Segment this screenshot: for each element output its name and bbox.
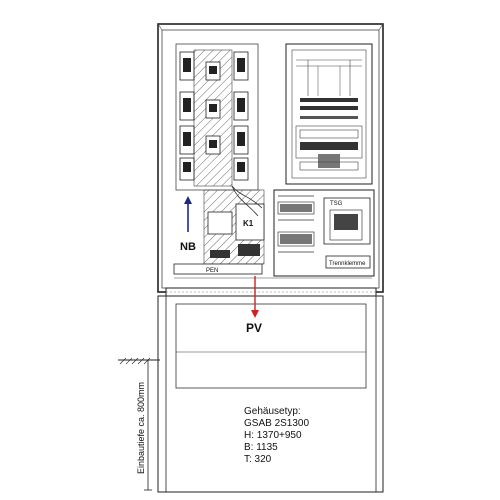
housing-spec-width: B: 1135 — [244, 442, 278, 453]
equipment-area — [203, 185, 265, 265]
depth-dimension-label: Einbautiefe ca. 800mm — [136, 382, 146, 474]
fuse-block-left-column — [179, 51, 195, 181]
pv-arrow — [251, 276, 259, 318]
control-panel — [273, 189, 375, 277]
housing-spec-depth: T: 320 — [244, 454, 272, 465]
ground-line — [118, 357, 160, 365]
depth-dimension — [144, 360, 152, 491]
fuse-section — [175, 43, 259, 191]
pv-label: PV — [246, 321, 262, 335]
housing-spec-height: H: 1370+950 — [244, 430, 302, 441]
fuse-block-right-column — [233, 51, 249, 181]
housing-spec-block: Gehäusetyp: GSAB 2S1300 H: 1370+950 B: 1… — [244, 406, 354, 466]
tsg-label: TSG — [330, 201, 343, 207]
k1-label: K1 — [243, 219, 254, 228]
trennklemme-label: Trennklemme — [329, 261, 366, 267]
housing-spec-title: Gehäusetyp: — [244, 406, 301, 417]
nb-label: NB — [180, 241, 196, 253]
housing-spec-model: GSAB 2S1300 — [244, 418, 310, 429]
fuse-block-middle-column — [205, 61, 221, 155]
meter-panel — [285, 43, 373, 185]
plinth — [157, 287, 384, 493]
pen-rail — [173, 263, 372, 279]
nb-arrow — [184, 196, 192, 232]
pen-label: PEN — [206, 268, 218, 274]
